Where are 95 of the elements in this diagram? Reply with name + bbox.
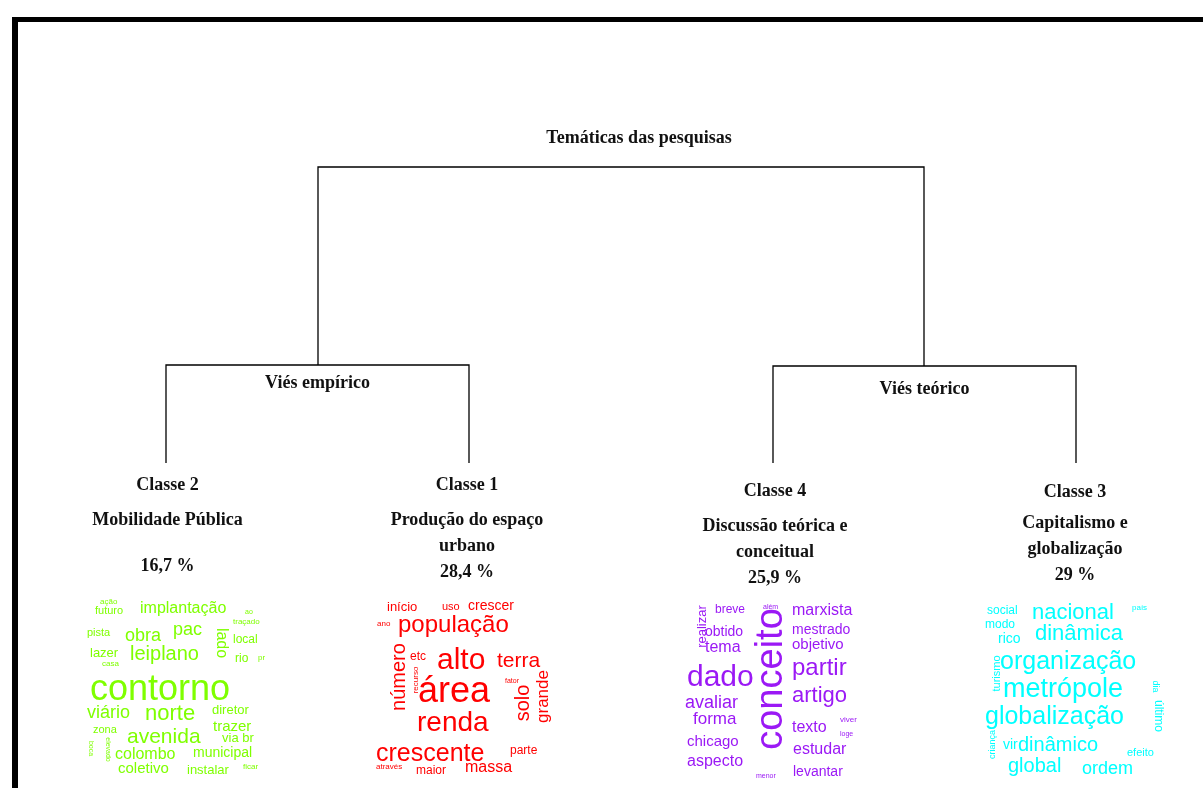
- word-cloud-term: forma: [693, 710, 737, 727]
- word-cloud-term: população: [398, 612, 509, 636]
- word-cloud-term: turismo: [990, 654, 1002, 692]
- word-cloud-term: último: [1153, 700, 1165, 732]
- word-cloud-term: ordem: [1082, 759, 1134, 777]
- theme-text: Produção do espaço urbano: [389, 508, 545, 557]
- word-cloud-term: renda: [417, 708, 489, 736]
- word-cloud-term: objetivo: [792, 636, 844, 651]
- word-cloud-term: criança: [988, 730, 997, 759]
- word-cloud-term: artigo: [792, 684, 848, 706]
- word-cloud-term: início: [387, 600, 418, 613]
- word-cloud-term: terra: [497, 649, 541, 670]
- word-cloud-term: país: [1132, 604, 1148, 612]
- heading-text: Classe 2: [135, 473, 200, 496]
- word-cloud-term: aspecto: [687, 753, 744, 769]
- word-cloud-term: dinâmico: [1018, 734, 1099, 754]
- word-cloud-term: mestrado: [792, 622, 851, 636]
- word-cloud-term: traçado: [233, 618, 260, 626]
- word-cloud-term: efeito: [1127, 747, 1154, 758]
- word-cloud-term: ação: [100, 598, 118, 606]
- word-cloud-term: texto: [792, 719, 827, 735]
- word-cloud-term: social: [987, 604, 1018, 616]
- word-cloud-term: dinâmica: [1035, 622, 1124, 644]
- word-cloud-term: futuro: [95, 605, 124, 616]
- word-cloud-term: implantação: [140, 600, 227, 616]
- percentage-text: 25,9 %: [747, 566, 803, 589]
- word-cloud-term: trazer: [213, 718, 252, 733]
- word-cloud-term: avaliar: [685, 693, 739, 711]
- word-cloud-term: nacional: [1032, 601, 1114, 623]
- dendrogram-branch: [317, 166, 622, 366]
- word-cloud-term: avenida: [127, 725, 201, 746]
- word-cloud-term: zona: [93, 724, 117, 735]
- word-cloud-term: metrópole: [1003, 675, 1124, 702]
- word-cloud-term: leiplano: [130, 643, 199, 663]
- word-cloud-term: pac: [173, 620, 203, 638]
- word-cloud-term: pista: [87, 627, 111, 638]
- word-cloud-term: vir: [1003, 737, 1018, 751]
- word-cloud-term: municipal: [193, 745, 253, 759]
- heading-text: Classe 4: [742, 479, 808, 502]
- word-cloud-term: tema: [705, 639, 741, 655]
- dendrogram-branch: [772, 365, 925, 464]
- word-cloud-term: modo: [985, 618, 1016, 630]
- dendrogram-branch: [316, 364, 470, 464]
- word-cloud-term: partir: [792, 655, 847, 679]
- heading-text: Classe 1: [434, 473, 500, 496]
- word-cloud-term: marxista: [792, 602, 853, 618]
- word-cloud-term: número: [387, 643, 408, 711]
- word-cloud-term: viver: [840, 716, 857, 724]
- word-cloud-term: estudar: [793, 741, 847, 757]
- word-cloud-term: diretor: [212, 703, 249, 716]
- dendrogram-branch: [165, 364, 318, 464]
- word-cloud-term: coletivo: [118, 760, 169, 775]
- word-cloud-term: instalar: [187, 763, 229, 776]
- word-cloud-term: levantar: [793, 764, 843, 778]
- heading-text: Classe 3: [1042, 480, 1108, 503]
- word-cloud-term: recurso: [411, 666, 420, 693]
- theme-text: Mobilidade Pública: [91, 508, 244, 531]
- word-cloud-term: etc: [410, 650, 426, 662]
- dendrogram-branch: [620, 166, 925, 367]
- word-cloud-term: chicago: [687, 733, 739, 748]
- heading-text: Temáticas das pesquisas: [545, 126, 733, 149]
- word-cloud-term: breve: [715, 603, 746, 615]
- word-cloud-term: viário: [87, 703, 130, 721]
- word-cloud-term: maior: [416, 764, 446, 776]
- word-cloud-term: pr: [258, 654, 266, 662]
- word-cloud-term: solo: [511, 684, 532, 721]
- word-cloud-term: grande: [533, 670, 551, 723]
- word-cloud-term: colombo: [115, 746, 176, 762]
- word-cloud-term: global: [1008, 755, 1062, 775]
- theme-text: Capitalismo e globalização: [1021, 511, 1129, 560]
- word-cloud-term: ficar: [243, 763, 259, 771]
- word-cloud-term: uso: [442, 601, 460, 612]
- word-cloud-term: alto: [437, 644, 486, 674]
- word-cloud-term: ano: [377, 620, 391, 628]
- percentage-text: 29 %: [1053, 563, 1097, 586]
- word-cloud-term: casa: [102, 660, 119, 668]
- word-cloud-term: crescer: [468, 598, 514, 612]
- theme-text: Discussão teórica e conceitual: [701, 514, 849, 563]
- percentage-text: 28,4 %: [439, 560, 495, 583]
- word-cloud-term: obra: [125, 626, 162, 644]
- word-cloud-term: rico: [998, 631, 1021, 645]
- word-cloud-term: obtido: [705, 624, 744, 638]
- word-cloud-term: área: [418, 672, 491, 708]
- heading-text: Viés teórico: [878, 377, 971, 400]
- word-cloud-term: através: [376, 763, 403, 771]
- word-cloud-term: dia: [1150, 680, 1159, 692]
- dendrogram-branch: [923, 365, 1077, 464]
- percentage-text: 16,7 %: [139, 554, 196, 577]
- word-cloud-term: parte: [510, 744, 538, 756]
- word-cloud-term: local: [233, 633, 258, 645]
- heading-text: Viés empírico: [264, 371, 371, 394]
- word-cloud-term: via br: [222, 731, 254, 744]
- word-cloud-term: rio: [235, 652, 249, 664]
- word-cloud-term: lado: [214, 627, 231, 659]
- word-cloud-term: lazer: [90, 646, 119, 659]
